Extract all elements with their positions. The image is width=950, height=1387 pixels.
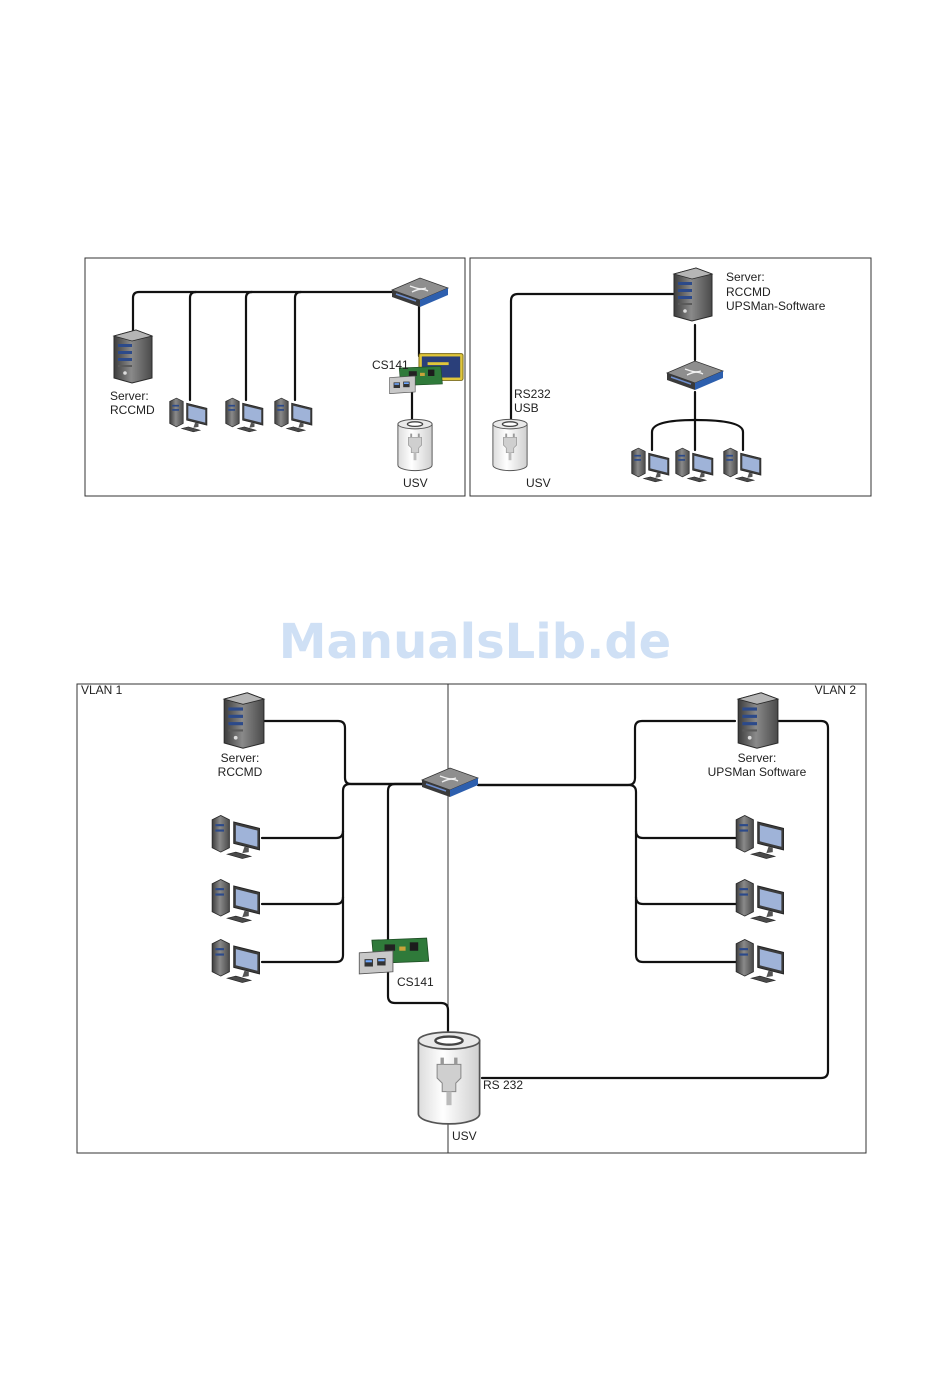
diagram-2: Server: RCCMD UPSMan-Software RS232 USB … <box>470 258 871 496</box>
server-label-line-3: UPSMan-Software <box>726 299 826 313</box>
diagram-1: Server: RCCMD CS141 USV <box>85 258 465 496</box>
workstation-icon <box>226 398 263 432</box>
workstation-icon <box>632 448 669 482</box>
ups-icon <box>493 419 527 470</box>
right-server-icon <box>738 693 778 748</box>
workstation-icon <box>736 815 783 858</box>
vlan-2-label: VLAN 2 <box>815 683 857 697</box>
workstation-icon <box>676 448 713 482</box>
server-icon <box>114 330 152 383</box>
ups-icon <box>418 1032 479 1124</box>
workstation-icon <box>212 939 259 982</box>
server-label-line-1: Server: <box>726 270 765 284</box>
workstation-icon <box>724 448 761 482</box>
workstation-icon <box>736 879 783 922</box>
cs141-label: CS141 <box>372 358 409 372</box>
cs141-card-icon <box>359 938 428 974</box>
ups-label: USV <box>526 476 551 490</box>
left-server-label-line-2: RCCMD <box>218 765 263 779</box>
workstation-icon <box>736 939 783 982</box>
left-server-icon <box>224 693 264 748</box>
left-server-label-line-1: Server: <box>221 751 260 765</box>
workstation-icon <box>212 815 259 858</box>
right-server-label-line-1: Server: <box>738 751 777 765</box>
ups-label: USV <box>403 476 428 490</box>
vlan-1-label: VLAN 1 <box>81 683 123 697</box>
network-switch-icon <box>422 768 478 797</box>
server-label-line-1: Server: <box>110 389 149 403</box>
ups-icon <box>398 419 432 470</box>
workstation-icon <box>170 398 207 432</box>
diagram-3: VLAN 1 VLAN 2 Server: RCCMD <box>77 683 866 1153</box>
network-switch-icon <box>392 278 448 307</box>
rs232-label: RS 232 <box>483 1078 523 1092</box>
server-label-line-2: RCCMD <box>726 285 771 299</box>
network-switch-icon <box>667 361 723 390</box>
watermark: ManualsLib.de <box>279 614 671 670</box>
server-icon <box>674 268 712 321</box>
workstation-icon <box>212 879 259 922</box>
connection-label-usb: USB <box>514 401 539 415</box>
workstation-icon <box>275 398 312 432</box>
right-server-label-line-2: UPSMan Software <box>708 765 807 779</box>
ups-label: USV <box>452 1129 477 1143</box>
cs141-label: CS141 <box>397 975 434 989</box>
server-label-line-2: RCCMD <box>110 403 155 417</box>
connection-label-rs232: RS232 <box>514 387 551 401</box>
